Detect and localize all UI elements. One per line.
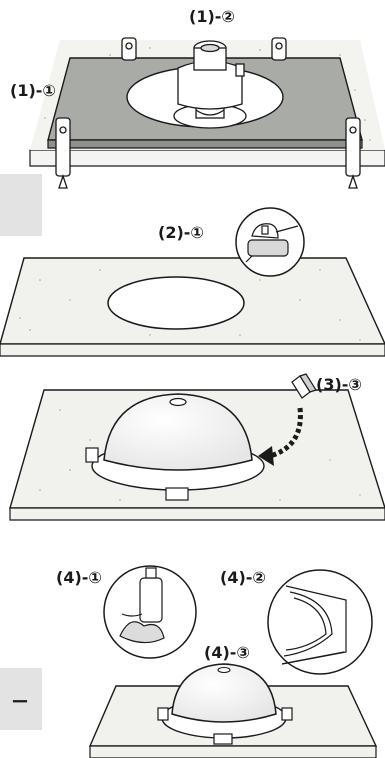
dome-tab-bottom: [166, 488, 188, 500]
section-3-dome-install: [10, 374, 385, 520]
clamp-top-left: [122, 38, 136, 60]
dome-tab-left: [86, 448, 98, 462]
side-tab-text: ー: [12, 693, 29, 713]
final-dome-top-hole: [218, 668, 230, 673]
clamp-top-right: [272, 38, 286, 60]
label-step-1-2: (1)-②: [189, 7, 235, 26]
label-step-3-3: (3)-③: [316, 375, 362, 394]
granite-slab-2-edge: [0, 344, 385, 356]
final-dome-tab-right: [282, 708, 292, 720]
ceiling-slab: [30, 150, 385, 166]
label-step-4-1: (4)-①: [56, 568, 102, 587]
final-dome-tab-left: [158, 708, 168, 720]
granite-slab-4-edge: [90, 746, 376, 758]
panel-edge: [48, 140, 362, 148]
dome-top-hole: [170, 399, 186, 406]
final-dome-tab-bottom: [214, 734, 232, 744]
label-step-4-3: (4)-③: [204, 643, 250, 662]
edge-detail-inset: [268, 570, 372, 674]
section-1-ceiling-panel: [30, 38, 385, 188]
granite-slab-3-edge: [10, 508, 385, 520]
label-step-4-2: (4)-②: [220, 568, 266, 587]
clamp-bottom-right: [346, 118, 360, 188]
cut-hole: [108, 277, 244, 329]
clamp-bottom-left: [56, 118, 70, 188]
label-step-1-1: (1)-①: [10, 81, 56, 100]
label-step-2-1: (2)-①: [158, 223, 204, 242]
side-tab-upper: [0, 174, 42, 236]
section-4-finishing: [90, 566, 376, 758]
